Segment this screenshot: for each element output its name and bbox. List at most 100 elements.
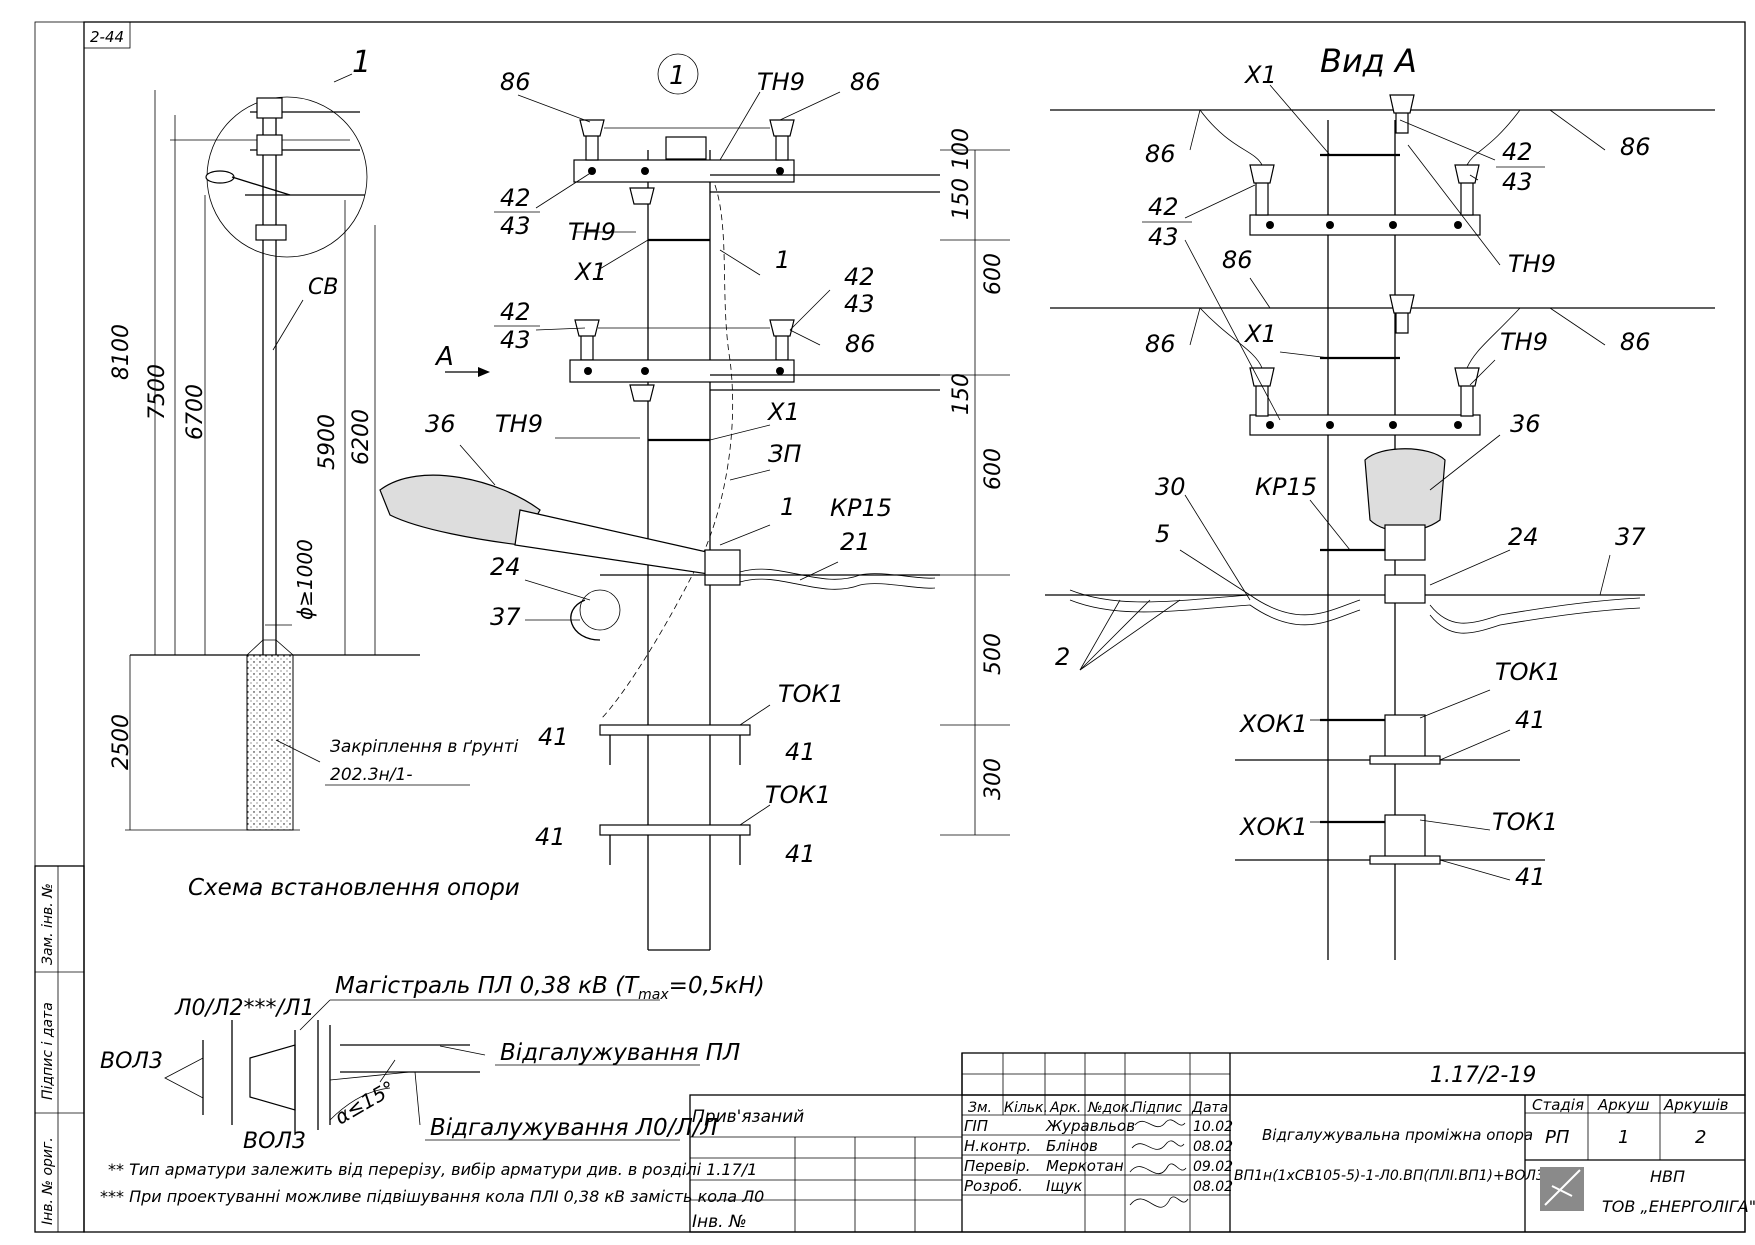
foundation [246, 654, 294, 831]
r-24: 24 [1508, 523, 1539, 551]
inv-label: Інв. № [692, 1212, 747, 1232]
sheet-code: 2-44 [90, 28, 124, 46]
signature-2 [1129, 1163, 1187, 1174]
c-tok1b: ТОК1 [765, 781, 831, 809]
c-41b: 41 [785, 738, 816, 766]
r-86b: 86 [1620, 133, 1651, 161]
sheet-value: 1 [1618, 1127, 1629, 1148]
street-lamp [379, 474, 741, 586]
row0-date: 10.02 [1193, 1119, 1233, 1135]
lines-top-label: Л0/Л2***/Л1 [174, 996, 314, 1021]
pole-label: СВ [308, 275, 338, 300]
c-kp15: КР15 [830, 494, 892, 522]
c-tn9c: ТН9 [495, 410, 543, 438]
signature-3 [1129, 1196, 1189, 1208]
r-tn9b: ТН9 [1500, 328, 1548, 356]
c-41c: 41 [535, 823, 566, 851]
signature-0 [1134, 1119, 1186, 1128]
row1-date: 08.02 [1193, 1139, 1233, 1155]
angle-label: α≤15° [331, 1076, 400, 1129]
dim-2500: 2500 [109, 714, 134, 770]
org-line-2: ТОВ „ЕНЕРГОЛІГА" [1602, 1197, 1755, 1216]
r-86c: 86 [1222, 246, 1253, 274]
main-line-label: Магістраль ПЛ 0,38 кВ (Tmax=0,5кН) [335, 973, 765, 1003]
row3-role: Розроб. [964, 1177, 1023, 1195]
hdr-data: Дата [1191, 1100, 1228, 1116]
c-37: 37 [490, 603, 521, 631]
c-41d: 41 [785, 840, 816, 868]
r-tn9a: ТН9 [1508, 250, 1556, 278]
row0-role: ГІП [964, 1117, 988, 1135]
c-42a: 42 [500, 184, 531, 212]
detail-num: 1 [669, 61, 686, 91]
row1-name: Блінов [1046, 1137, 1098, 1155]
r-xok1a: ХОК1 [1238, 710, 1308, 738]
hdr-ndok: №док. [1087, 1100, 1134, 1116]
c-x1b: Х1 [766, 398, 800, 426]
dim-600a: 600 [981, 253, 1006, 295]
left-caption: Схема встановлення опори [188, 875, 520, 901]
row2-name: Меркотан [1046, 1157, 1124, 1175]
left-view: 1 СВ 8100 7500 6700 5900 6200 2500 [109, 45, 520, 901]
c-41a: 41 [538, 723, 569, 751]
dim-500: 500 [981, 633, 1006, 675]
branch-scheme: Магістраль ПЛ 0,38 кВ (Tmax=0,5кН) Л0/Л2… [100, 973, 765, 1206]
spec: ВП1н(1хСВ105-5)-1-Л0.ВП(ПЛІ.ВП1)+ВОЛ3.П4 [1234, 1168, 1569, 1184]
c-86b: 86 [850, 68, 881, 96]
doc-code: 1.17/2-19 [1430, 1063, 1536, 1088]
r-x1a: Х1 [1243, 61, 1277, 89]
c-24: 24 [490, 553, 521, 581]
ground-fix-label: Закріплення в ґрунті [330, 737, 519, 757]
sheets-value: 2 [1695, 1127, 1706, 1148]
c-43a: 43 [500, 212, 531, 240]
dim-300: 300 [981, 758, 1006, 800]
c-x1a: Х1 [573, 258, 607, 286]
sheet-header: Аркуш [1597, 1096, 1650, 1114]
inner-frame [83, 21, 1746, 1233]
r-5: 5 [1155, 520, 1170, 548]
r-tok1a: ТОК1 [1495, 658, 1561, 686]
c-36: 36 [425, 410, 456, 438]
r-30: 30 [1155, 473, 1186, 501]
r-86a: 86 [1145, 140, 1176, 168]
note-1: ** Тип арматури залежить від перерізу, в… [108, 1160, 757, 1179]
r-x1b: Х1 [1243, 320, 1277, 348]
ground-fix-ref: 202.3н/1- [330, 765, 412, 785]
sheets-header: Аркушів [1663, 1096, 1729, 1114]
c-42b: 42 [844, 263, 875, 291]
dim-150a: 150 [949, 178, 974, 220]
branch-pl-label: Відгалужування ПЛ [500, 1040, 740, 1066]
row1-role: Н.контр. [964, 1137, 1031, 1155]
r-86e: 86 [1620, 328, 1651, 356]
c-one-a: 1 [775, 246, 790, 274]
c-tn9a: ТН9 [757, 68, 805, 96]
signature-1 [1131, 1140, 1185, 1150]
diam-label: ϕ≥1000 [293, 539, 317, 620]
hdr-ark: Арк. [1049, 1100, 1081, 1116]
pidpys-label: Підпис і дата [40, 1002, 56, 1100]
title-block: Прив'язаний Інв. № Зм. Кільк. Арк. №док.… [689, 1052, 1755, 1233]
c-86c: 86 [845, 330, 876, 358]
vol3-label-a: ВОЛ3 [100, 1049, 163, 1074]
dim-6700: 6700 [183, 384, 208, 440]
center-view: 1 [379, 53, 1010, 951]
r-xok1b: ХОК1 [1238, 813, 1308, 841]
r-42b: 42 [1148, 193, 1179, 221]
row3-date: 08.02 [1193, 1179, 1233, 1195]
hdr-kilk: Кільк. [1004, 1100, 1048, 1116]
r-42a: 42 [1502, 138, 1533, 166]
c-42c: 42 [500, 298, 531, 326]
branch-lo-label: Відгалужування Л0/Л/Л [430, 1115, 718, 1141]
note-2: *** При проектуванні можливе підвішуванн… [100, 1187, 764, 1206]
privyaz-label: Прив'язаний [692, 1107, 804, 1127]
c-86a: 86 [500, 68, 531, 96]
dim-8100: 8100 [109, 324, 134, 380]
hdr-zm: Зм. [968, 1100, 992, 1116]
r-43b: 43 [1148, 223, 1179, 251]
r-41a: 41 [1515, 706, 1546, 734]
view-a-title: Вид А [1320, 42, 1417, 80]
stage-header: Стадія [1532, 1096, 1584, 1114]
row2-date: 09.02 [1193, 1159, 1233, 1175]
